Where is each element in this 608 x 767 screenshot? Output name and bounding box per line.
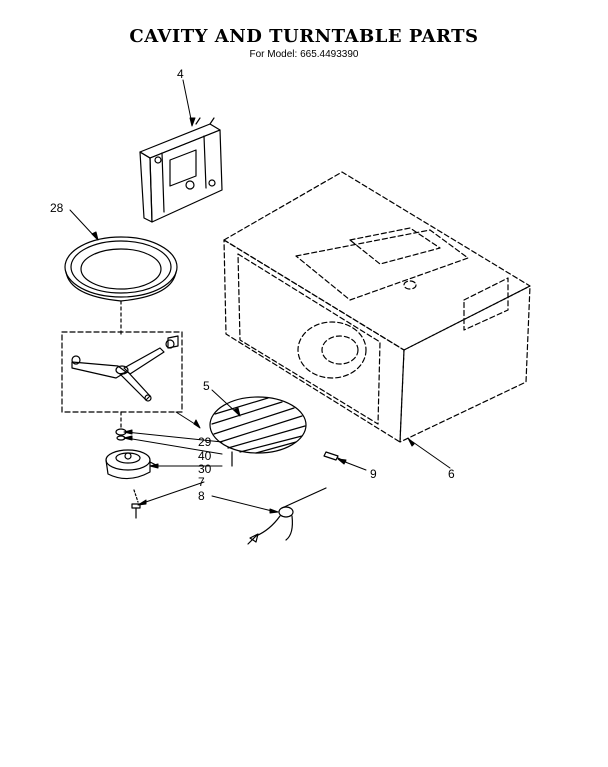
callout-9: 9: [370, 467, 377, 481]
part-5-tray: [209, 396, 307, 467]
leader-lines: [69, 79, 451, 514]
part-8-sensor: [247, 487, 327, 545]
callout-5: 5: [203, 379, 210, 393]
callout-4: 4: [177, 67, 184, 81]
callout-40: 40: [198, 449, 212, 463]
part-28-turntable-ring: [64, 236, 178, 337]
callout-6: 6: [448, 467, 455, 481]
part-6-cavity: [223, 171, 531, 443]
callout-8: 8: [198, 489, 205, 503]
diagram-title: CAVITY AND TURNTABLE PARTS: [129, 26, 479, 47]
callout-labels: 4 28 5 29 40 30 7 8 9 6: [50, 67, 455, 503]
callout-30: 30: [198, 462, 212, 476]
callout-29: 29: [198, 435, 212, 449]
roller-guide-group: [61, 331, 183, 429]
part-4-bracket: [139, 117, 223, 223]
model-subtitle: For Model: 665.4493390: [249, 49, 359, 60]
callout-7: 7: [198, 475, 205, 489]
callout-28: 28: [50, 201, 64, 215]
